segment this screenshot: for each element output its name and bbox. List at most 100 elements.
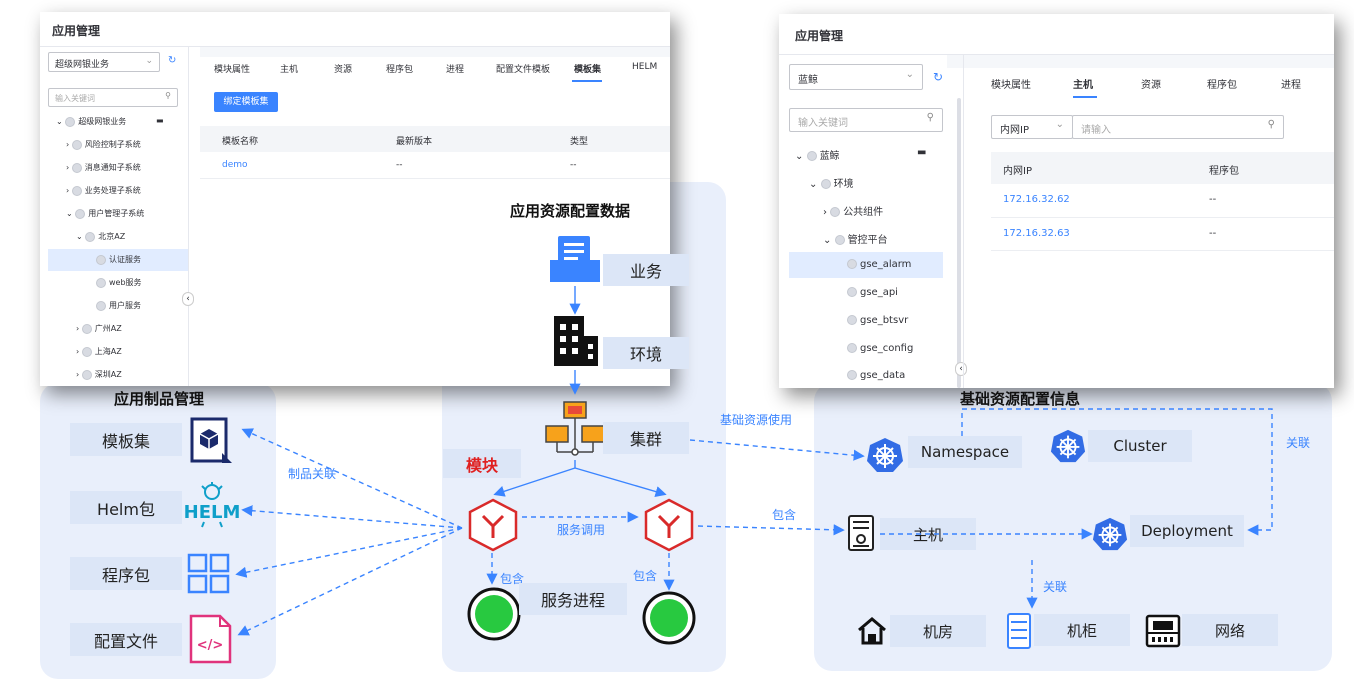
business-icon [550,236,600,282]
tree-item[interactable]: › 广州AZ [76,323,122,334]
row-divider [991,217,1334,218]
chevron-down-icon: ⌄ [145,56,153,66]
tree-item[interactable]: ⌄ 蓝鲸 [795,151,840,162]
tree-item[interactable]: › 消息通知子系统 [66,162,141,173]
table-cell: -- [1209,194,1217,205]
tab-process[interactable]: 进程 [1281,80,1301,91]
tab-bar: 模块属性 主机 资源 程序包 进程 [979,76,1334,102]
relate-label-bottom: 关联 [1043,580,1068,594]
tab-resource[interactable]: 资源 [334,65,353,75]
module-label: 模块 [443,449,521,478]
tree-item[interactable]: › 深圳AZ [76,369,122,380]
datacenter-label: 机房 [890,615,986,647]
monitor-icon: ▬ [156,116,164,125]
filter-input[interactable]: 请输入 ⚲ [1072,115,1284,139]
cluster-resource-label: Cluster [1088,430,1192,462]
tab-resource[interactable]: 资源 [1141,80,1161,91]
deployment-k8s-icon [1092,517,1128,551]
table-header [991,152,1334,184]
template-set-label: 模板集 [70,423,182,456]
tree-item-selected[interactable]: gse_alarm [789,252,943,278]
active-tab-indicator [1073,96,1097,98]
network-switch-icon [1145,614,1181,648]
tree-item[interactable]: ⌄ 超级网银业务▬ [56,116,164,127]
collapse-sidebar-button[interactable]: ‹ [955,362,967,376]
tab-package[interactable]: 程序包 [386,65,414,75]
tree-item[interactable]: › 风险控制子系统 [66,139,141,150]
contain-label-right: 包含 [633,569,658,583]
rack-icon [1007,613,1031,649]
environment-building-icon [554,316,598,366]
tab-template-set[interactable]: 模板集 [574,65,602,75]
cluster-network-icon [545,401,605,456]
tab-host[interactable]: 主机 [1073,80,1093,91]
bind-template-set-button[interactable]: 绑定模板集 [214,92,278,112]
tab-package[interactable]: 程序包 [1207,80,1237,91]
cluster-k8s-icon [1050,429,1086,463]
tab-bar: 模块属性 主机 资源 程序包 进程 配置文件模板 模板集 HELM [200,62,670,86]
host-ip-link[interactable]: 172.16.32.63 [1003,228,1070,239]
module-icon-right [644,498,694,552]
tree-item[interactable]: ⌄ 环境 [809,179,854,190]
template-set-icon [190,417,232,463]
process-icon-left [467,587,521,641]
contain-label-left: 包含 [500,572,525,586]
tree-item[interactable]: gse_btsvr [847,315,908,326]
tree-item[interactable]: › 上海AZ [76,346,122,357]
table-cell: -- [570,160,577,170]
business-select[interactable]: 超级网银业务 ⌄ [48,52,160,72]
tree-item[interactable]: 用户服务 [96,300,141,311]
tab-config-template[interactable]: 配置文件模板 [496,65,551,75]
search-input[interactable]: 输入关键词 ⚲ [48,88,178,107]
tab-helm[interactable]: HELM [632,62,658,72]
search-input[interactable]: 输入关键词 ⚲ [789,108,943,132]
template-name-link[interactable]: demo [222,160,248,170]
package-grid-icon [187,553,230,594]
tab-host[interactable]: 主机 [280,65,299,75]
main-header-bg [200,47,670,57]
svg-text:</>: </> [197,638,224,653]
column-header: 最新版本 [396,137,433,147]
tab-module-attr[interactable]: 模块属性 [991,80,1031,91]
datacenter-house-icon [858,617,886,645]
tree-item[interactable]: ⌄ 用户管理子系统 [66,208,145,219]
host-ip-link[interactable]: 172.16.32.62 [1003,194,1070,205]
network-label: 网络 [1182,614,1278,646]
tree-item[interactable]: gse_config [847,343,913,354]
artifact-panel-title: 应用制品管理 [114,390,205,408]
tree-item[interactable]: › 公共组件 [823,207,884,218]
tree-item[interactable]: ⌄ 管控平台 [823,235,888,246]
tree-item[interactable]: › 业务处理子系统 [66,185,141,196]
sidebar-divider [188,47,189,386]
relate-label-right: 关联 [1286,436,1311,450]
tree-item[interactable]: gse_data [847,370,905,381]
resource-config-title: 应用资源配置数据 [510,202,631,220]
helm-package-label: Helm包 [70,491,182,524]
service-process-label: 服务进程 [519,583,627,615]
column-header: 程序包 [1209,166,1239,177]
page-title: 应用管理 [795,29,844,43]
service-call-label: 服务调用 [557,523,606,537]
refresh-icon[interactable]: ↻ [168,55,177,66]
tree-item[interactable]: web服务 [96,277,142,288]
business-select[interactable]: 蓝鲸 ⌄ [789,64,923,90]
filter-select[interactable]: 内网IP ⌄ [991,115,1073,139]
namespace-k8s-icon [867,438,903,472]
chevron-down-icon: ⌄ [905,69,914,80]
tab-module-attr[interactable]: 模块属性 [214,65,251,75]
search-icon: ⚲ [926,112,934,123]
module-icon-left [468,498,518,552]
namespace-label: Namespace [908,436,1022,468]
tree-item[interactable]: ⌄ 北京AZ [76,231,126,242]
collapse-sidebar-button[interactable]: ‹ [182,292,194,306]
tab-process[interactable]: 进程 [446,65,465,75]
tree-item-selected[interactable]: 认证服务 [48,249,188,271]
tree-item[interactable]: gse_api [847,287,898,298]
business-label: 业务 [603,254,689,286]
environment-label: 环境 [603,337,689,369]
table-cell: -- [396,160,403,170]
refresh-icon[interactable]: ↻ [933,70,944,84]
sidebar-scrollbar[interactable] [957,98,961,388]
column-header: 模板名称 [222,137,259,147]
deployment-label: Deployment [1130,515,1244,547]
